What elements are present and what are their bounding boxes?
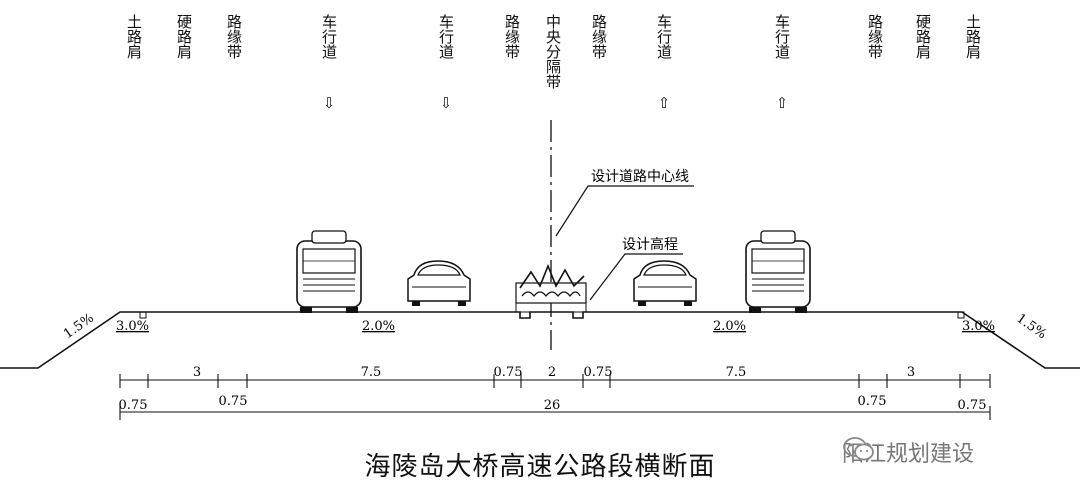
design-elevation-annotation: 设计高程 — [622, 236, 678, 253]
label-left-hard-shoulder: 硬路肩 — [175, 14, 193, 59]
slope-left-lane: 2.0% — [362, 319, 395, 334]
dim-left-soil: 0.75 — [119, 398, 148, 413]
label-right-lane-2: 车行道 — [773, 14, 791, 59]
label-right-outer-edge-band: 路缘带 — [866, 14, 884, 59]
bus-left — [296, 230, 362, 313]
label-left-soil-shoulder: 土路肩 — [125, 14, 143, 59]
diagram-title: 海陵岛大桥高速公路段横断面 — [364, 452, 716, 482]
dim-left-edge-band: 0.75 — [219, 394, 248, 409]
up-arrow-icon: ⇧ — [775, 94, 789, 112]
label-left-lane-1: 车行道 — [320, 14, 338, 59]
slope-right-lane: 2.0% — [713, 319, 746, 334]
dim-median: 2 — [548, 365, 556, 380]
slope-left-side: 1.5% — [61, 311, 97, 342]
wechat-icon — [843, 437, 874, 461]
dim-right-curb: 0.75 — [584, 365, 613, 380]
label-median: 中央分隔带 — [544, 14, 562, 89]
label-right-inner-edge-band: 路缘带 — [590, 14, 608, 59]
watermark: 阳江规划建设 — [842, 436, 974, 468]
label-right-lane-1: 车行道 — [655, 14, 673, 59]
dim-right-lane: 7.5 — [726, 365, 747, 380]
label-right-soil-shoulder: 土路肩 — [964, 14, 982, 59]
down-arrow-icon: ⇩ — [322, 94, 336, 112]
right-curb-block — [957, 311, 965, 319]
bus-right — [745, 230, 811, 313]
up-arrow-icon: ⇧ — [657, 94, 671, 112]
label-left-outer-edge-band: 路缘带 — [225, 14, 243, 59]
dim-left-lane: 7.5 — [361, 365, 382, 380]
left-curb-block — [139, 311, 147, 319]
dim-right-edge-band: 0.75 — [858, 394, 887, 409]
dim-left-curb: 0.75 — [494, 365, 523, 380]
car-left — [407, 260, 471, 306]
dim-left-shoulder: 3 — [193, 365, 201, 380]
label-left-inner-edge-band: 路缘带 — [503, 14, 521, 59]
median-planting — [515, 263, 587, 313]
down-arrow-icon: ⇩ — [439, 94, 453, 112]
dim-total-width: 26 — [544, 398, 561, 413]
dimension-line-bottom — [119, 406, 991, 420]
label-right-hard-shoulder: 硬路肩 — [914, 14, 932, 59]
centerline-leader — [555, 185, 694, 237]
slope-right-shoulder: 3.0% — [962, 319, 995, 334]
dimension-line-top — [119, 374, 991, 388]
slope-right-side: 1.5% — [1013, 311, 1049, 342]
slope-left-shoulder: 3.0% — [116, 319, 149, 334]
label-left-lane-2: 车行道 — [437, 14, 455, 59]
centerline-annotation: 设计道路中心线 — [591, 169, 689, 185]
car-right — [633, 260, 697, 306]
dim-right-shoulder: 3 — [907, 365, 915, 380]
dim-right-soil: 0.75 — [958, 398, 987, 413]
road-profile — [0, 311, 1080, 369]
elevation-leader — [589, 253, 683, 301]
